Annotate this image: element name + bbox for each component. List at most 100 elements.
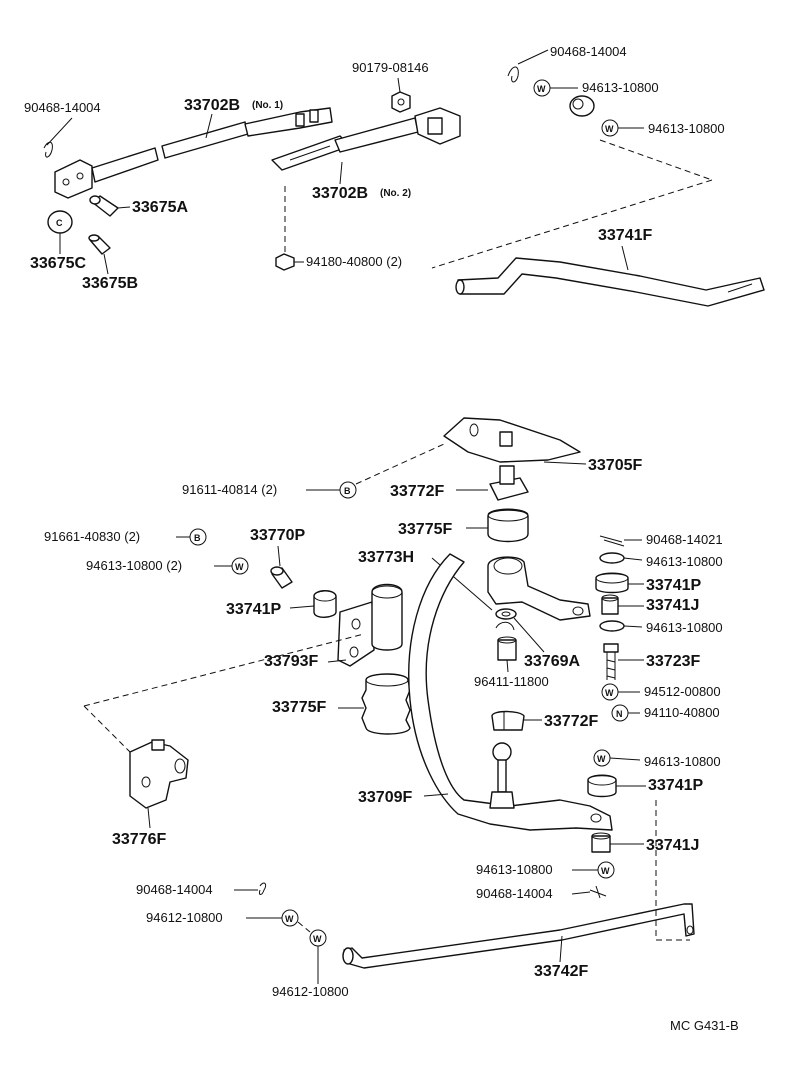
clip-90468-14004-d bbox=[259, 882, 267, 895]
lever-33773H bbox=[487, 556, 591, 621]
label-33776F: 33776F bbox=[112, 831, 166, 848]
label-33770P: 33770P bbox=[250, 527, 305, 544]
label-96411-11800: 96411-11800 bbox=[474, 674, 549, 689]
label-33675A: 33675A bbox=[132, 199, 188, 216]
control-rod-no2 bbox=[271, 107, 461, 171]
label-33773H: 33773H bbox=[358, 549, 414, 566]
svg-text:W: W bbox=[285, 914, 294, 924]
pin-33675A bbox=[89, 195, 119, 217]
collar-33741J-b bbox=[591, 832, 611, 853]
label-90468-14004-a: 90468-14004 bbox=[24, 100, 101, 115]
svg-text:B: B bbox=[344, 486, 351, 496]
svg-text:C: C bbox=[56, 218, 63, 228]
label-94612-10800-b: 94612-10800 bbox=[272, 984, 349, 999]
label-33741P-b: 33741P bbox=[226, 601, 281, 618]
label-94180-40800: 94180-40800 (2) bbox=[306, 254, 402, 269]
collar-33770P bbox=[270, 566, 293, 589]
label-33702B-no1: 33702B bbox=[184, 97, 240, 114]
svg-text:W: W bbox=[313, 934, 322, 944]
washer-94613-10800-d: W bbox=[231, 557, 249, 575]
washer-94612-10800-a: W bbox=[281, 909, 299, 927]
label-33702B-no2: 33702B bbox=[312, 185, 368, 202]
label-33775F-a: 33775F bbox=[398, 521, 452, 538]
washer-94613-10800-g: W bbox=[597, 861, 615, 879]
label-33775F-b: 33775F bbox=[272, 699, 326, 716]
bushing-33675C: C bbox=[47, 210, 73, 234]
label-91661-40830: 91661-40830 (2) bbox=[44, 529, 140, 544]
label-33772F-a: 33772F bbox=[390, 483, 444, 500]
label-94612-10800-a: 94612-10800 bbox=[146, 910, 223, 925]
shift-rod-33741F bbox=[455, 257, 765, 307]
label-94613-10800-f: 94613-10800 bbox=[644, 754, 721, 769]
diagram-code: MC G431-B bbox=[670, 1018, 739, 1033]
control-rod-no1 bbox=[54, 107, 333, 199]
washer-94613-10800-b: W bbox=[601, 119, 619, 137]
label-33769A: 33769A bbox=[524, 653, 580, 670]
bushing-96411-11800 bbox=[497, 636, 517, 661]
label-33709F: 33709F bbox=[358, 789, 412, 806]
label-94613-10800-a: 94613-10800 bbox=[582, 80, 659, 95]
washer-94613-10800-f: W bbox=[593, 749, 611, 767]
svg-text:W: W bbox=[597, 754, 606, 764]
clip-90468-14021 bbox=[599, 535, 625, 547]
label-90468-14004-d: 90468-14004 bbox=[136, 882, 213, 897]
bushing-33741P-b bbox=[313, 590, 337, 618]
svg-text:W: W bbox=[605, 124, 614, 134]
washer-33769A bbox=[495, 608, 517, 620]
svg-text:N: N bbox=[616, 709, 623, 719]
bracket-33776F bbox=[129, 739, 189, 809]
bushing-33775F-a bbox=[487, 508, 529, 543]
label-33741F: 33741F bbox=[598, 227, 652, 244]
bushing-33741P-top bbox=[569, 95, 595, 117]
label-94613-10800-c: 94613-10800 bbox=[646, 554, 723, 569]
label-33723F: 33723F bbox=[646, 653, 700, 670]
label-94613-10800-b: 94613-10800 bbox=[648, 121, 725, 136]
collar-33675B bbox=[88, 234, 111, 255]
bolt-33723F bbox=[603, 643, 619, 680]
label-94613-10800-g: 94613-10800 bbox=[476, 862, 553, 877]
label-33702B-no1-note: (No. 1) bbox=[252, 100, 283, 111]
clip-90468-14004-a bbox=[43, 141, 53, 158]
label-33741J-a: 33741J bbox=[646, 597, 699, 614]
label-94110-40800: 94110-40800 bbox=[644, 705, 720, 720]
shift-lever-33709F bbox=[408, 553, 613, 831]
bushing-33775F-b bbox=[361, 673, 411, 735]
label-33675B: 33675B bbox=[82, 275, 138, 292]
label-94613-10800-e: 94613-10800 bbox=[646, 620, 723, 635]
label-33705F: 33705F bbox=[588, 457, 642, 474]
nut-94180-40800 bbox=[275, 253, 295, 271]
label-94613-10800-d: 94613-10800 (2) bbox=[86, 558, 182, 573]
svg-text:W: W bbox=[235, 562, 244, 572]
svg-text:W: W bbox=[601, 866, 610, 876]
collar-33741J-a bbox=[601, 594, 619, 615]
label-33702B-no2-note: (No. 2) bbox=[380, 188, 411, 199]
label-33793F: 33793F bbox=[264, 653, 318, 670]
clip-90468-14004-b bbox=[507, 66, 519, 83]
svg-text:W: W bbox=[537, 84, 546, 94]
shift-rod-33742F bbox=[342, 903, 695, 969]
label-91611-40814: 91611-40814 (2) bbox=[182, 482, 277, 497]
spring-clip bbox=[495, 621, 515, 631]
bolt-91661-40830: B bbox=[189, 528, 207, 546]
clip-90468-14004-c bbox=[589, 885, 607, 899]
bushing-33741P-c bbox=[587, 774, 617, 798]
washer-94512-00800: W bbox=[601, 683, 619, 701]
bolt-91611-40814: B bbox=[339, 481, 357, 499]
label-94512-00800: 94512-00800 bbox=[644, 684, 721, 699]
nut-90179-08146 bbox=[391, 91, 411, 113]
label-33741J-b: 33741J bbox=[646, 837, 699, 854]
washer-94613-10800-a: W bbox=[533, 79, 551, 97]
label-33675C: 33675C bbox=[30, 255, 86, 272]
label-33742F: 33742F bbox=[534, 963, 588, 980]
label-33741P-c: 33741P bbox=[648, 777, 703, 794]
bushing-33741P-a bbox=[595, 572, 629, 594]
bracket-33705F bbox=[443, 417, 581, 463]
label-90468-14021: 90468-14021 bbox=[646, 532, 723, 547]
svg-text:B: B bbox=[194, 533, 201, 543]
label-90179-08146: 90179-08146 bbox=[352, 60, 429, 75]
label-90468-14004-b: 90468-14004 bbox=[550, 44, 627, 59]
bracket-33793F bbox=[337, 583, 403, 667]
washer-94612-10800-b: W bbox=[309, 929, 327, 947]
clip-33772F-a bbox=[489, 465, 529, 501]
